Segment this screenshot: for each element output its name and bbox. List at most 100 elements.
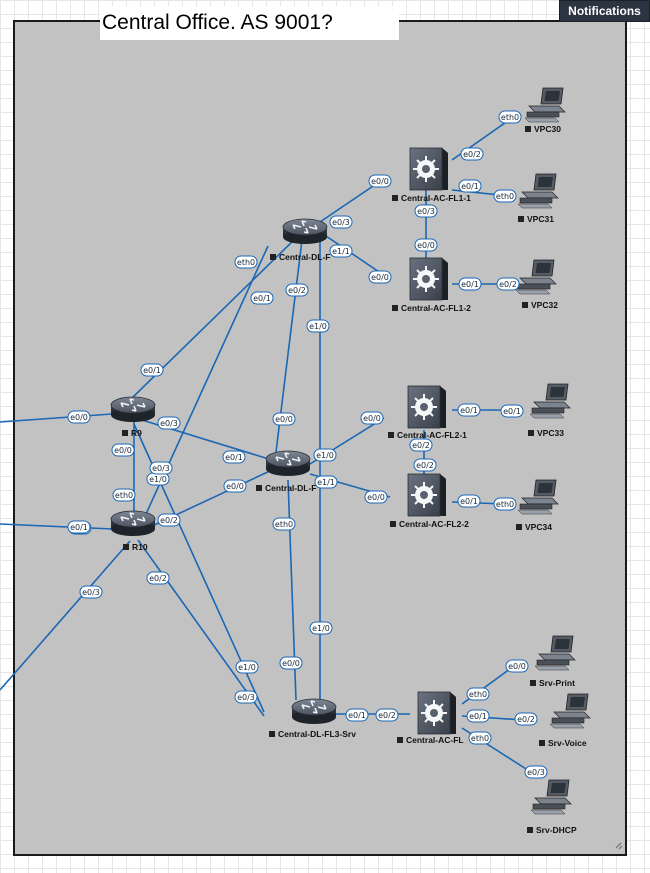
port-label: e0/0	[279, 656, 303, 670]
port-label: eth0	[112, 488, 136, 502]
port-label-text: e0/2	[288, 286, 306, 295]
port-label: e1/0	[313, 448, 337, 462]
port-label: e0/1	[345, 708, 369, 722]
port-label: e0/2	[409, 438, 433, 452]
port-label: eth0	[493, 189, 517, 203]
device-vpc33[interactable]: VPC33	[528, 383, 571, 438]
status-icon	[522, 302, 528, 308]
device-vpc34[interactable]: VPC34	[516, 479, 559, 532]
link[interactable]	[0, 523, 114, 530]
device-vpc32[interactable]: VPC32	[515, 259, 558, 310]
port-label: e0/3	[234, 690, 258, 704]
port-label-text: eth0	[469, 690, 487, 699]
port-label-text: eth0	[496, 500, 514, 509]
port-label: e0/2	[375, 708, 399, 722]
port-label: e0/2	[413, 458, 437, 472]
port-label: e0/3	[79, 585, 103, 599]
port-label: e0/1	[250, 291, 274, 305]
port-label: eth0	[272, 517, 296, 531]
device-ac12[interactable]: Central-AC-FL1-2	[392, 257, 471, 313]
device-dl3[interactable]: Central-DL-FL3-Srv	[269, 698, 356, 739]
port-label: e0/2	[496, 277, 520, 291]
port-label: e0/1	[466, 709, 490, 723]
link[interactable]	[0, 413, 113, 423]
switch-icon	[417, 691, 457, 735]
device-label: Central-AC-FL2-1	[397, 430, 467, 440]
device-ac22[interactable]: Central-AC-FL2-2	[390, 473, 469, 529]
status-icon	[527, 827, 533, 833]
device-r10[interactable]: R10	[110, 510, 156, 552]
port-label: eth0	[493, 497, 517, 511]
router-icon	[282, 218, 328, 245]
port-label-text: e0/1	[461, 280, 479, 289]
port-label: e0/2	[285, 283, 309, 297]
port-label-text: e1/0	[238, 663, 256, 672]
device-r9[interactable]: R9	[110, 396, 156, 438]
device-ac21[interactable]: Central-AC-FL2-1	[388, 385, 467, 440]
port-label: e0/0	[223, 479, 247, 493]
link[interactable]	[137, 539, 265, 717]
port-label-text: e0/0	[371, 177, 389, 186]
resize-handle[interactable]	[615, 842, 623, 850]
port-label-text: eth0	[237, 258, 255, 267]
device-label: R10	[132, 542, 148, 552]
port-label-text: e0/0	[275, 415, 293, 424]
port-label-text: e0/0	[70, 413, 88, 422]
port-label: e0/0	[368, 270, 392, 284]
device-label: Central-AC-FL1-2	[401, 303, 471, 313]
device-srvprint[interactable]: Srv-Print	[530, 635, 576, 688]
device-label: VPC30	[534, 124, 561, 134]
device-label: Central-AC-FL2-2	[399, 519, 469, 529]
device-label: Central-DL-F	[279, 252, 330, 262]
port-label: e0/3	[329, 215, 353, 229]
device-vpc30[interactable]: VPC30	[524, 87, 566, 134]
port-label-text: e1/1	[317, 478, 335, 487]
port-label-text: e0/2	[378, 711, 396, 720]
router-icon	[265, 450, 311, 477]
device-label: Srv-Print	[539, 678, 575, 688]
port-label-text: e0/3	[417, 207, 435, 216]
port-label-text: e1/0	[316, 451, 334, 460]
device-srvdhcp[interactable]: Srv-DHCP	[527, 779, 577, 835]
device-label: Srv-DHCP	[536, 825, 577, 835]
port-label: e1/1	[314, 475, 338, 489]
port-label-text: e0/1	[253, 294, 271, 303]
status-icon	[518, 216, 524, 222]
status-icon	[530, 680, 536, 686]
port-label-text: e0/1	[461, 182, 479, 191]
port-label: e0/2	[157, 513, 181, 527]
link[interactable]	[319, 179, 383, 223]
device-ac3[interactable]: Central-AC-FL	[397, 691, 464, 745]
status-icon	[122, 430, 128, 436]
port-label-text: e0/1	[503, 407, 521, 416]
status-icon	[525, 126, 531, 132]
port-label-text: e0/0	[363, 414, 381, 423]
device-ac11[interactable]: Central-AC-FL1-1	[392, 147, 471, 203]
port-label: e0/3	[524, 765, 548, 779]
port-label-text: e0/1	[469, 712, 487, 721]
port-label: e0/0	[505, 659, 529, 673]
device-dl1[interactable]: Central-DL-F	[270, 218, 330, 262]
port-label-text: e0/2	[160, 516, 178, 525]
port-label-text: e0/3	[237, 693, 255, 702]
port-label-text: e0/3	[82, 588, 100, 597]
port-label-text: e1/1	[332, 247, 350, 256]
port-label: eth0	[498, 110, 522, 124]
port-label: e0/1	[67, 520, 91, 534]
status-icon	[528, 430, 534, 436]
link[interactable]	[0, 540, 131, 691]
port-label-text: eth0	[471, 734, 489, 743]
status-icon	[392, 195, 398, 201]
notifications-button[interactable]: Notifications	[559, 0, 650, 22]
status-icon	[392, 305, 398, 311]
device-vpc31[interactable]: VPC31	[517, 173, 559, 224]
device-dl2[interactable]: Central-DL-F	[256, 450, 316, 493]
device-srvvoice[interactable]: Srv-Voice	[539, 693, 591, 748]
status-icon	[269, 731, 275, 737]
port-label-text: e0/3	[527, 768, 545, 777]
port-label: e0/3	[149, 461, 173, 475]
port-label: e1/0	[235, 660, 259, 674]
port-label: e0/1	[457, 494, 481, 508]
router-icon	[291, 698, 337, 725]
